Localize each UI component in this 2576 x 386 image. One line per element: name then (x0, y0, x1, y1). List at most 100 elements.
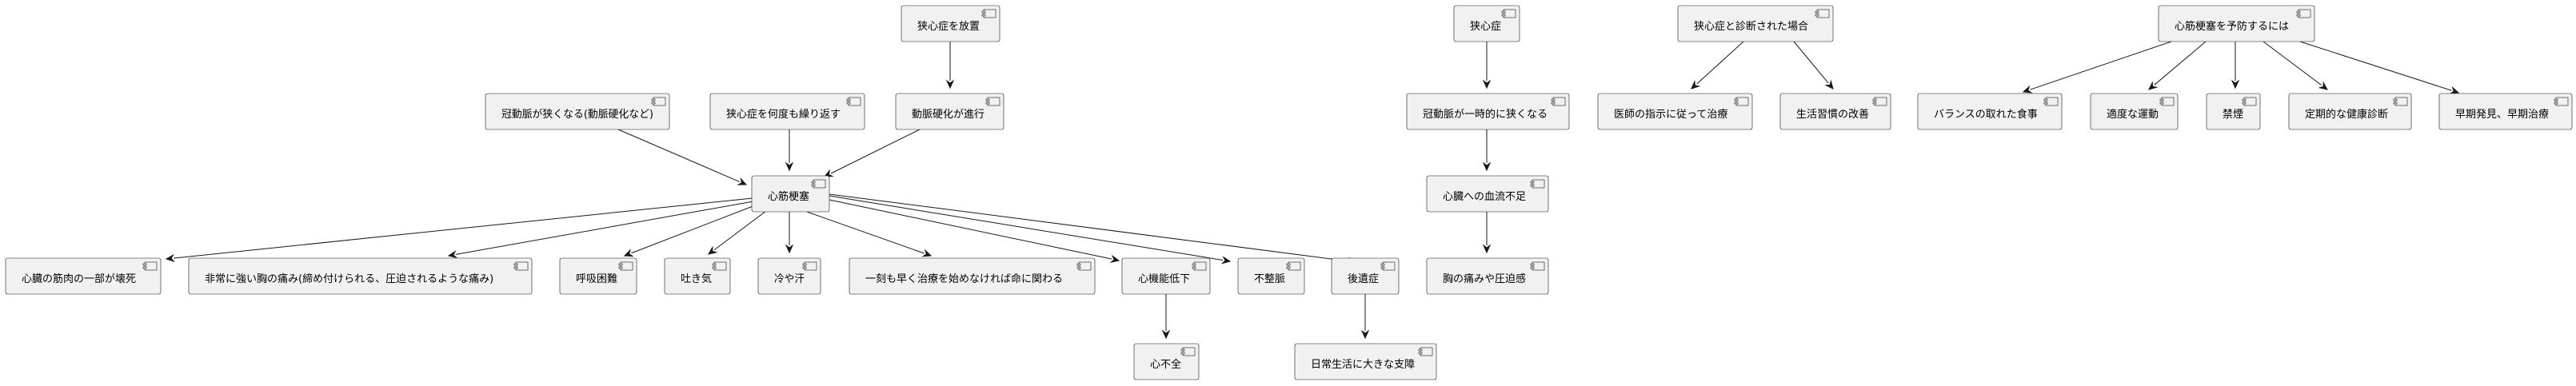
node-label: 動脈硬化が進行 (912, 109, 984, 121)
node-box (2438, 93, 2573, 130)
node-label: 心筋梗塞 (768, 190, 809, 203)
node-box (188, 257, 533, 295)
edge-coronary_narrowing-to-myocardial_infarction (617, 129, 748, 185)
arrowhead-icon (2231, 79, 2240, 90)
component-icon (1418, 347, 1433, 356)
node-chest-pressure[interactable]: 胸の痛みや圧迫感 (1426, 257, 1549, 295)
node-label: 心筋梗塞を予防するには (2175, 20, 2289, 33)
arrowhead-icon (1161, 329, 1171, 340)
node-heart-muscle-necrosis[interactable]: 心臓の筋肉の一部が壊死 (5, 257, 162, 295)
node-box (1597, 93, 1753, 130)
node-box (849, 257, 1096, 295)
node-arteriosclerosis-progress[interactable]: 動脈硬化が進行 (895, 93, 1004, 130)
component-icon (142, 261, 158, 271)
arrowhead-icon (1482, 79, 1492, 90)
edge-line (2030, 41, 2172, 90)
component-icon (2296, 9, 2311, 18)
node-sequelae[interactable]: 後遺症 (1331, 257, 1400, 295)
node-repeated-angina[interactable]: 狭心症を何度も繰り返す (709, 93, 865, 130)
node-myocardial-infarction[interactable]: 心筋梗塞 (751, 175, 830, 213)
node-prevent-mi[interactable]: 心筋梗塞を予防するには (2158, 5, 2315, 42)
component-icon (1872, 97, 1887, 106)
component-icon (618, 261, 633, 271)
node-box (901, 5, 1000, 42)
edge-sequelae-to-daily_life_impact (1360, 294, 1370, 340)
node-dyspnea[interactable]: 呼吸困難 (559, 257, 637, 295)
component-icon (1815, 9, 1830, 18)
edge-myocardial_infarction-to-cardiac_decline (829, 199, 1120, 263)
component-icon (2043, 97, 2059, 106)
node-box (895, 93, 1004, 130)
node-angina-diagnosed[interactable]: 狭心症と診断された場合 (1677, 5, 1834, 42)
edge-myocardial_infarction-to-severe_chest_pain (447, 201, 754, 259)
arrowhead-icon (945, 79, 955, 90)
component-icon (712, 261, 727, 271)
node-label: 定期的な健康診断 (2305, 108, 2388, 121)
node-angina[interactable]: 狭心症 (1453, 5, 1520, 42)
edge-line (806, 211, 925, 254)
node-cold-sweat[interactable]: 冷や汗 (757, 257, 821, 295)
component-icon (1286, 261, 1301, 271)
node-no-smoking[interactable]: 禁煙 (2206, 93, 2261, 130)
component-icon (1076, 261, 1092, 271)
arrowhead-icon (737, 177, 748, 185)
component-icon (1734, 97, 1749, 106)
node-label: 非常に強い胸の痛み(締め付けられる、圧迫されるような痛み) (205, 273, 493, 285)
node-box (5, 257, 162, 295)
node-label: 狭心症 (1470, 21, 1501, 33)
node-box (751, 175, 830, 213)
node-label: 禁煙 (2223, 109, 2243, 121)
node-urgent-treatment[interactable]: 一刻も早く治療を始めなければ命に関わる (849, 257, 1096, 295)
arrowhead-icon (623, 249, 634, 257)
arrowhead-icon (447, 249, 458, 259)
node-neglect-angina[interactable]: 狭心症を放置 (901, 5, 1000, 42)
node-box (1779, 93, 1891, 130)
node-coronary-temp-narrow[interactable]: 冠動脈が一時的に狭くなる (1406, 93, 1570, 130)
node-regular-checkup[interactable]: 定期的な健康診断 (2288, 93, 2412, 130)
node-moderate-exercise[interactable]: 適度な運動 (2090, 93, 2179, 130)
node-balanced-diet[interactable]: バランスの取れた食事 (1917, 93, 2063, 130)
node-lifestyle-improve[interactable]: 生活習慣の改善 (1779, 93, 1891, 130)
component-icon (2159, 97, 2175, 106)
node-follow-doctor[interactable]: 医師の指示に従って治療 (1597, 93, 1753, 130)
node-label: 心機能低下 (1138, 273, 1190, 285)
node-nausea[interactable]: 吐き気 (664, 257, 731, 295)
node-early-detection[interactable]: 早期発見、早期治療 (2438, 93, 2573, 130)
component-icon (1530, 179, 1545, 189)
node-arrhythmia[interactable]: 不整脈 (1237, 257, 1305, 295)
edge-angina_diagnosed-to-follow_doctor (1691, 41, 1744, 90)
arrowhead-icon (708, 245, 718, 255)
edge-prevent_mi-to-early_detection (2299, 41, 2460, 94)
node-box (2090, 93, 2179, 130)
component-icon (513, 261, 529, 271)
node-label: 冠動脈が一時的に狭くなる (1423, 108, 1548, 121)
node-box (1406, 93, 1570, 130)
edge-prevent_mi-to-balanced_diet (2022, 41, 2172, 94)
node-heart-failure[interactable]: 心不全 (1133, 343, 1200, 380)
node-coronary-narrowing[interactable]: 冠動脈が狭くなる(動脈硬化など) (485, 93, 670, 130)
node-daily-life-impact[interactable]: 日常生活に大きな支障 (1294, 343, 1437, 380)
node-box (1426, 175, 1549, 213)
node-cardiac-decline[interactable]: 心機能低下 (1121, 257, 1211, 295)
arrowhead-icon (785, 161, 794, 172)
node-label: 呼吸困難 (576, 273, 617, 285)
component-icon (811, 179, 826, 189)
arrowhead-icon (1220, 256, 1232, 265)
edge-neglect_angina-to-arteriosclerosis_progress (945, 42, 955, 90)
component-icon (1551, 97, 1566, 106)
node-box (1121, 257, 1211, 295)
edge-line (2299, 41, 2452, 91)
component-icon (2554, 97, 2569, 106)
arrowhead-icon (165, 253, 176, 263)
component-icon (2242, 97, 2257, 106)
component-icon (1180, 347, 1196, 356)
node-heart-blood-shortage[interactable]: 心臓への血流不足 (1426, 175, 1549, 213)
component-icon (2393, 97, 2408, 106)
node-label: 心不全 (1150, 358, 1181, 371)
arrowhead-icon (785, 244, 794, 254)
component-icon (1530, 261, 1545, 271)
node-box (2158, 5, 2315, 42)
component-icon (1192, 261, 1207, 271)
node-severe-chest-pain[interactable]: 非常に強い胸の痛み(締め付けられる、圧迫されるような痛み) (188, 257, 533, 295)
